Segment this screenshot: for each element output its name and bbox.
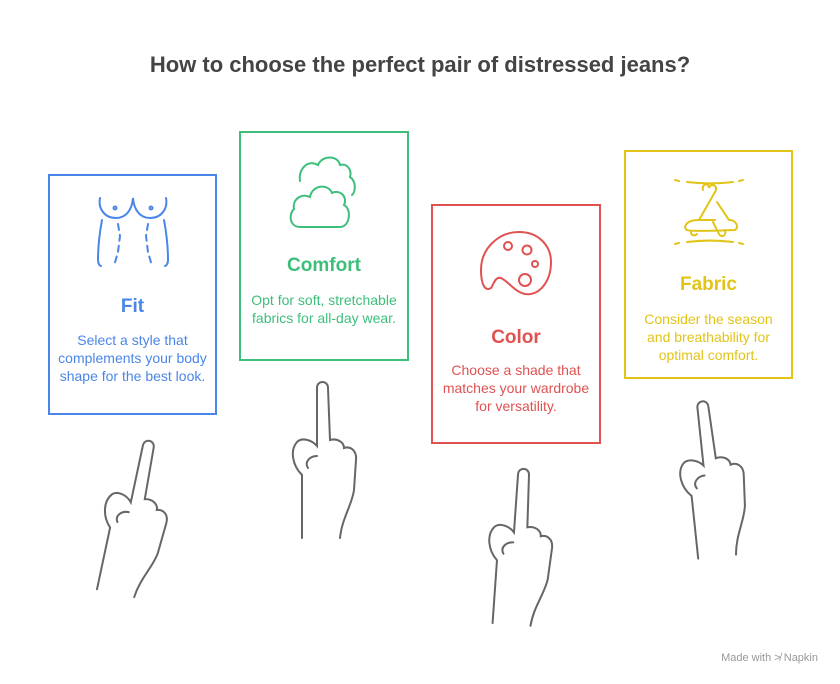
pointing-hand-icon [679, 400, 746, 560]
card-description: Opt for soft, stretchable fabrics for al… [251, 292, 397, 326]
card-fabric: Fabric Consider the season and breathabi… [624, 150, 793, 379]
napkin-watermark: Made with ≯ Napkin [721, 652, 818, 664]
pointing-hand-icon [488, 467, 554, 627]
card-description: Choose a shade that matches your wardrob… [442, 362, 590, 414]
card-description: Consider the season and breathability fo… [644, 311, 773, 363]
pointing-hand-icon [96, 439, 168, 599]
card-description: Select a style that complements your bod… [58, 332, 207, 384]
card-heading: Fit [120, 296, 145, 317]
card-heading: Fabric [679, 274, 738, 295]
card-heading: Color [491, 327, 541, 348]
body-shape-icon [96, 197, 169, 267]
cloud-icon [289, 156, 356, 228]
card-fit: Fit Select a style that complements your… [48, 174, 217, 415]
card-color: Color Choose a shade that matches your w… [431, 204, 601, 444]
card-heading: Comfort [287, 255, 361, 276]
palette-icon [479, 230, 553, 296]
pointing-hand-icon [291, 381, 358, 539]
card-comfort: Comfort Opt for soft, stretchable fabric… [239, 131, 409, 361]
fabric-icon [673, 179, 744, 245]
page-title: How to choose the perfect pair of distre… [149, 52, 691, 77]
